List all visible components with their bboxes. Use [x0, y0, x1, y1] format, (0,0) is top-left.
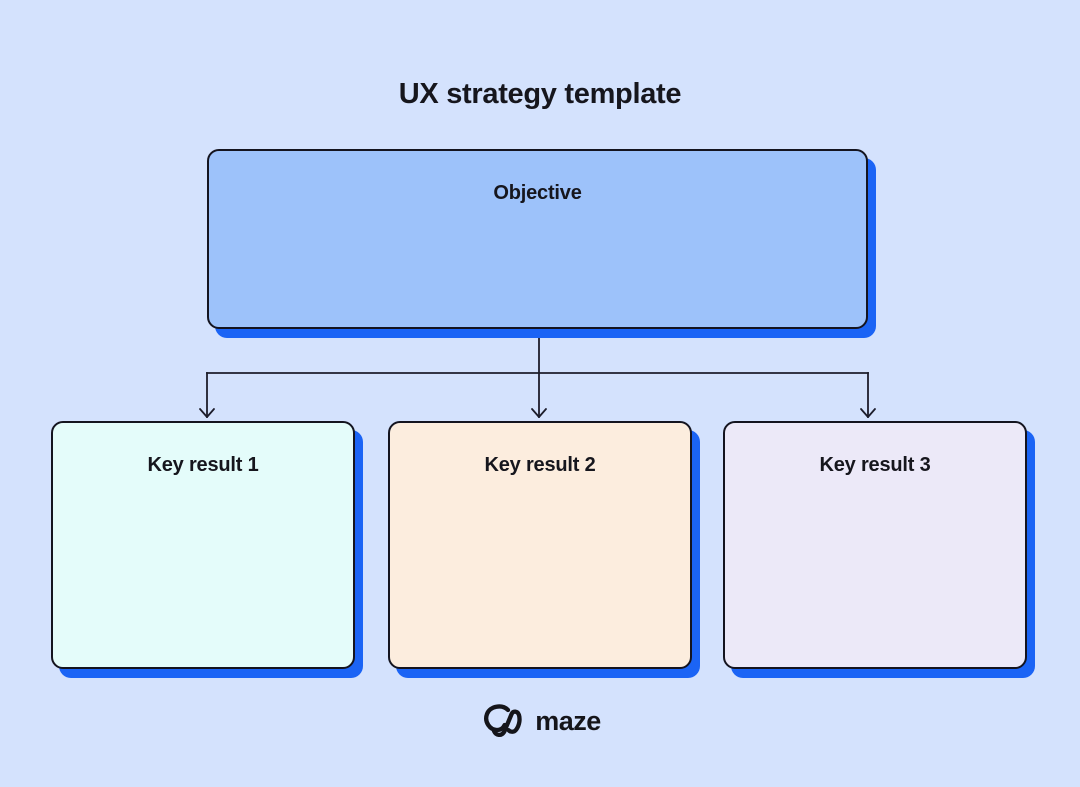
page-title: UX strategy template	[398, 78, 682, 110]
key-result-1-node: Key result 1	[51, 421, 355, 669]
brand-wordmark: maze	[535, 706, 601, 736]
key-result-2-node: Key result 2	[388, 421, 692, 669]
objective-label: Objective	[493, 182, 582, 204]
key-result-2-label: Key result 2	[484, 454, 596, 476]
key-result-1-label: Key result 1	[147, 454, 259, 476]
arrow-down-icon	[199, 408, 876, 418]
key-result-3-node: Key result 3	[723, 421, 1027, 669]
objective-node: Objective	[207, 149, 868, 329]
brand-logo: maze	[0, 702, 1080, 741]
key-result-3-label: Key result 3	[819, 454, 931, 476]
maze-logo-icon	[484, 704, 522, 737]
